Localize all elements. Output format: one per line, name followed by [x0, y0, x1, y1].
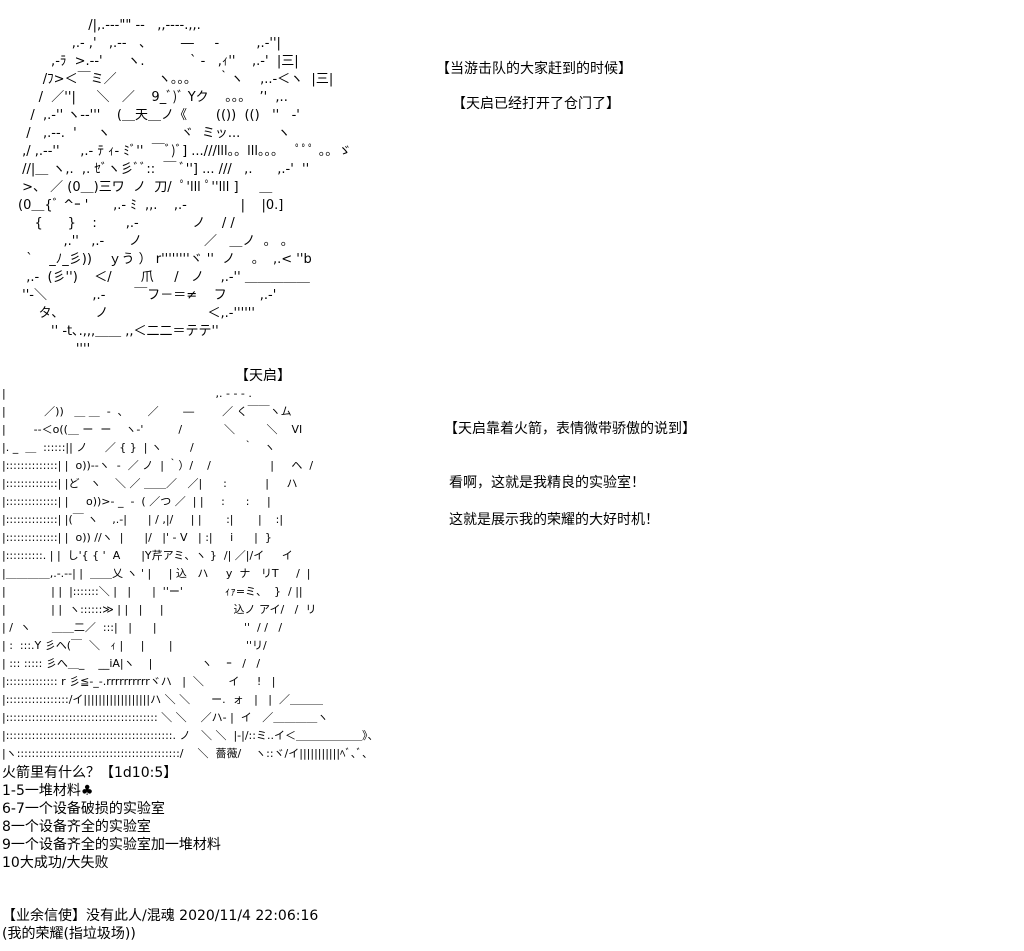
- caption-tianqi-proud: 【天启靠着火箭，表情微带骄傲的说到】: [444, 421, 696, 437]
- caption-guerrilla-arrival: 【当游击队的大家赶到的时候】: [436, 61, 632, 77]
- caption-tianqi-opened-hatch: 【天启已经打开了仓门了】: [452, 96, 620, 112]
- rocket-contents-options: 火箭里有什么？【1d10:5】 1-5一堆材料♣ 6-7一个设备破损的实验室 8…: [2, 764, 221, 872]
- option-item: 1-5一堆材料♣: [2, 783, 94, 799]
- option-item: 9一个设备齐全的实验室加一堆材料: [2, 837, 221, 853]
- dialog-show-glory: 这就是展示我的荣耀的大好时机！: [449, 512, 659, 528]
- option-item: 10大成功/大失败: [2, 855, 109, 871]
- speaker-name-tag: 【天启】: [235, 368, 291, 384]
- post-author-note: (我的荣耀(指垃圾场)): [2, 926, 136, 942]
- dialog-look-at-lab: 看啊，这就是我精良的实验室！: [449, 475, 645, 491]
- post-footer: 【业余信使】没有此人/混魂 2020/11/4 22:06:16 (我的荣耀(指…: [2, 907, 318, 943]
- ascii-art-tianqi-character: | ,. - - - . | ／)) ＿ ＿ - ､ ／ ― ／ く￣￣ヽム |…: [2, 387, 379, 760]
- post-author-timestamp: 【业余信使】没有此人/混魂 2020/11/4 22:06:16: [2, 908, 319, 924]
- option-item: 8一个设备齐全的实验室: [2, 819, 151, 835]
- options-title: 火箭里有什么？【1d10:5】: [2, 765, 178, 781]
- option-item: 6-7一个设备破损的实验室: [2, 801, 165, 817]
- ascii-art-explosion-scene: /|,.---"" -- ,,----.,,. ,.- ,' ,.-‐ 、 ― …: [18, 18, 352, 347]
